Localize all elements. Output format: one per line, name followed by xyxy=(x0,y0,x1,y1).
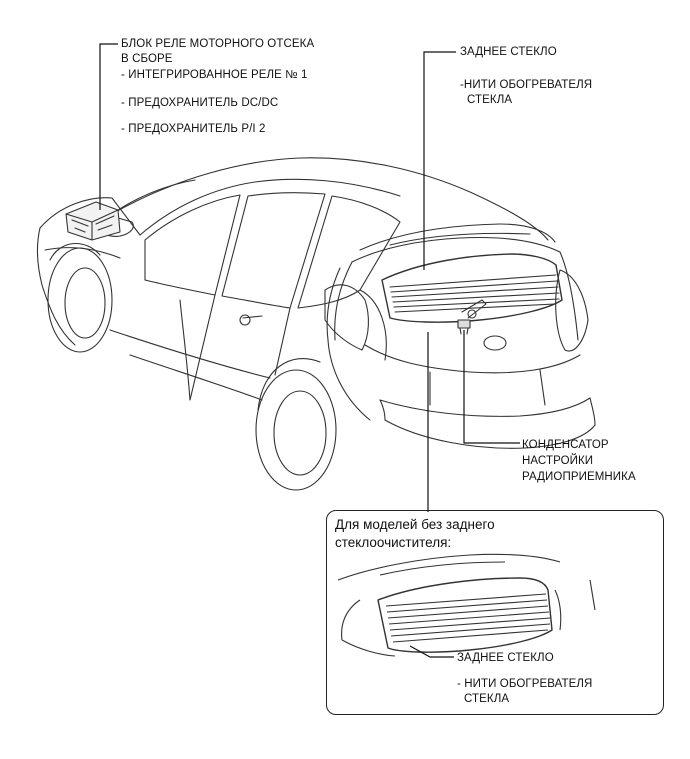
relay-item-integrated-relay: - ИНТЕГРИРОВАННОЕ РЕЛЕ № 1 xyxy=(121,69,308,81)
relay-item-fuse-dcdc: - ПРЕДОХРАНИТЕЛЬ DC/DC xyxy=(121,97,279,109)
rear-glass-shape xyxy=(381,253,563,323)
rear-glass-sub: -НИТИ ОБОГРЕВАТЕЛЯ xyxy=(460,79,593,91)
leader-lines xyxy=(99,43,520,512)
condenser-label-line1: КОНДЕНСАТОР xyxy=(522,439,609,451)
relay-block-title: БЛОК РЕЛЕ МОТОРНОГО ОТСЕКА xyxy=(121,38,315,50)
rear-glass-sub-line2: СТЕКЛА xyxy=(467,94,513,106)
inset-title-line2: стеклоочистителя: xyxy=(335,535,452,550)
inset-title: Для моделей без заднего xyxy=(335,517,495,532)
inset-glass-sub-line2: СТЕКЛА xyxy=(464,693,510,705)
inset-glass-title: ЗАДНЕЕ СТЕКЛО xyxy=(457,652,554,664)
inset-drawing xyxy=(337,553,596,657)
relay-block-shape xyxy=(65,201,121,241)
car-rear xyxy=(324,223,596,449)
condenser-label-line3: РАДИОПРИЕМНИКА xyxy=(522,471,636,483)
rear-wheel xyxy=(255,358,337,491)
condenser-shape xyxy=(457,319,471,335)
front-wheel xyxy=(47,242,113,353)
inset-frame xyxy=(326,510,664,715)
relay-block-title-line2: В СБОРЕ xyxy=(121,53,173,65)
inset-leader xyxy=(409,645,454,658)
rear-glass-title: ЗАДНЕЕ СТЕКЛО xyxy=(460,46,557,58)
car-body xyxy=(37,157,549,421)
relay-item-fuse-pi2: - ПРЕДОХРАНИТЕЛЬ P/I 2 xyxy=(121,123,266,135)
condenser-label-line2: НАСТРОЙКИ xyxy=(522,455,594,467)
inset-glass-sub: - НИТИ ОБОГРЕВАТЕЛЯ xyxy=(457,678,593,690)
